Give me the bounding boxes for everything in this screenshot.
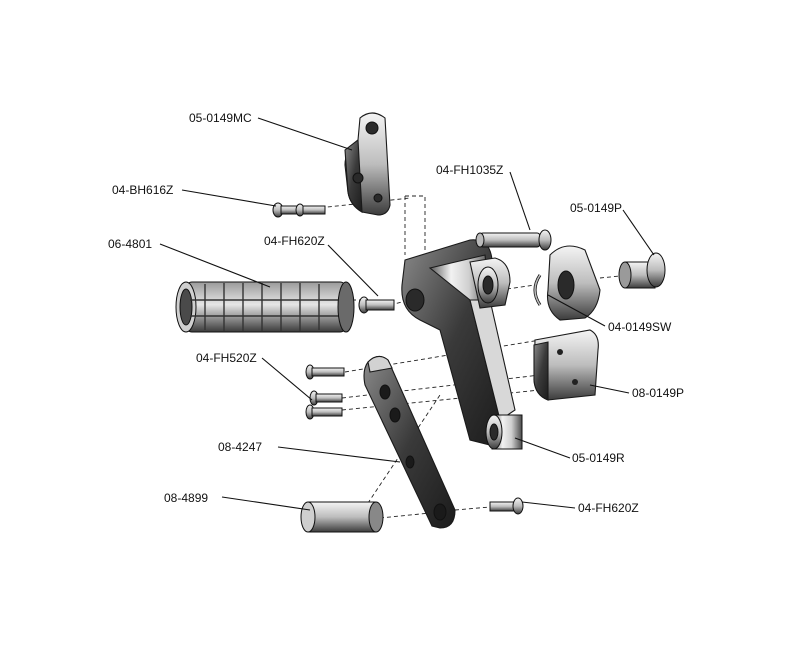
label-04-FH620Z-top: 04-FH620Z: [264, 234, 325, 248]
part-labels: 05-0149MC 04-BH616Z 06-4801 04-FH620Z 04…: [108, 111, 684, 515]
label-05-0149MC: 05-0149MC: [189, 111, 252, 125]
label-04-0149SW: 04-0149SW: [608, 320, 672, 334]
part-05-0149P: [618, 252, 666, 289]
label-05-0149P: 05-0149P: [570, 201, 622, 215]
part-06-4801-grip: [175, 281, 355, 333]
part-04-0149SW: [533, 274, 542, 306]
leader-lines: [159, 117, 655, 511]
label-04-FH520Z: 04-FH520Z: [196, 351, 257, 365]
label-04-FH620Z-bottom: 04-FH620Z: [578, 501, 639, 515]
label-04-FH1035Z: 04-FH1035Z: [436, 163, 503, 177]
part-04-FH520Z: [305, 364, 345, 420]
label-08-0149P: 08-0149P: [632, 386, 684, 400]
label-05-0149R: 05-0149R: [572, 451, 625, 465]
part-04-BH616Z: [272, 202, 326, 218]
part-08-4247: [363, 355, 456, 529]
part-04-FH620Z-top: [358, 296, 395, 314]
part-main-bracket: [401, 239, 516, 446]
part-05-0149MC: [344, 112, 391, 216]
part-05-0149R: [485, 414, 523, 450]
part-04-FH1035Z: [475, 229, 552, 251]
label-04-BH616Z: 04-BH616Z: [112, 183, 173, 197]
label-08-4247: 08-4247: [218, 440, 262, 454]
label-08-4899: 08-4899: [164, 491, 208, 505]
part-08-4899: [300, 501, 384, 533]
label-06-4801: 06-4801: [108, 237, 152, 251]
part-08-0149P: [533, 329, 599, 401]
part-04-FH620Z-bottom: [489, 497, 524, 515]
